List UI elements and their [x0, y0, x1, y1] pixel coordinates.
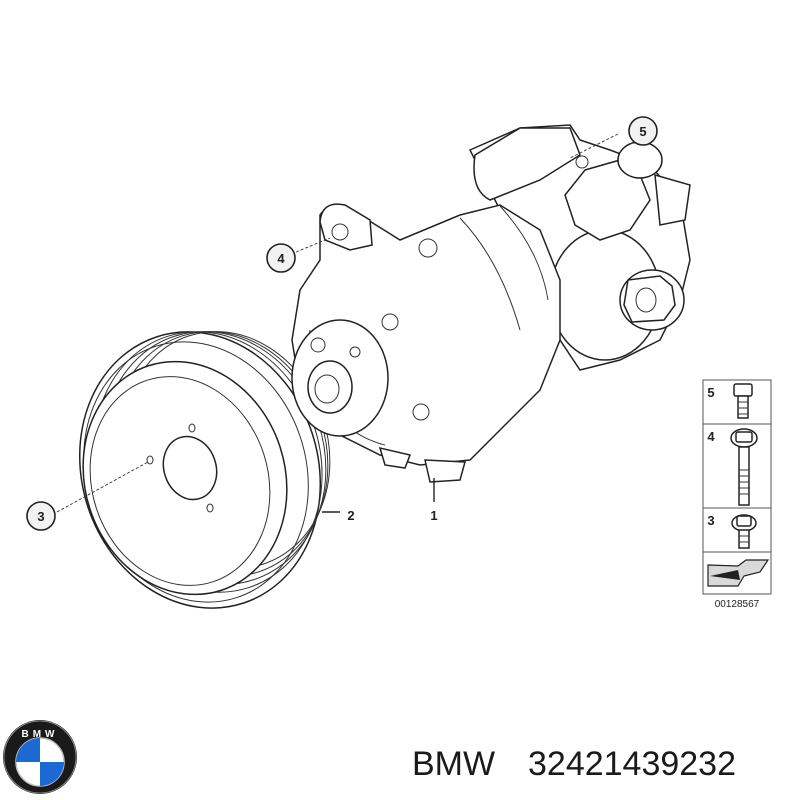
brand-name: BMW [412, 745, 495, 783]
direction-arrow-icon [707, 559, 770, 587]
pulley-drawing [78, 331, 331, 609]
legend-item-3-label: 3 [707, 513, 714, 528]
bolt-3-icon [731, 514, 757, 549]
bolt-5-icon [733, 383, 753, 419]
callout-3-text: 3 [37, 509, 44, 524]
bmw-logo-letters: BMW [22, 729, 59, 740]
hardware-legend: 5 4 3 [702, 379, 772, 610]
legend-item-4-label: 4 [707, 429, 715, 444]
callout-1-text: 1 [430, 508, 437, 523]
callout-5: 5 [628, 116, 658, 146]
leader-lines [56, 133, 619, 513]
bmw-logo-icon: BMW [3, 720, 77, 794]
callout-5-text: 5 [639, 124, 646, 139]
callout-4-text: 4 [277, 251, 285, 266]
legend-item-5-label: 5 [707, 385, 714, 400]
diagram-code: 00128567 [715, 599, 760, 610]
part-number: 32421439232 [528, 745, 736, 783]
callout-2-text: 2 [347, 508, 354, 523]
callout-3: 3 [26, 501, 56, 531]
callout-4: 4 [266, 243, 296, 273]
pump-drawing [291, 124, 691, 483]
bolt-4-icon [730, 428, 758, 506]
